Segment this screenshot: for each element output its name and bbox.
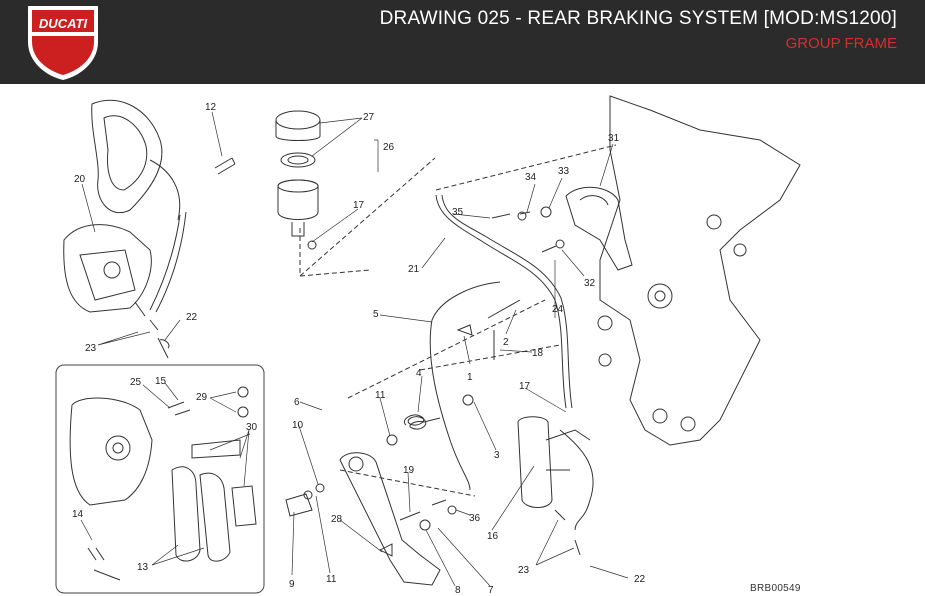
callout-28: 28	[331, 514, 343, 525]
header-bar: DUCATI DRAWING 025 - REAR BRAKING SYSTEM…	[0, 0, 925, 84]
brake-pad-right	[199, 472, 231, 562]
callout-27: 27	[363, 112, 375, 123]
callout-25: 25	[130, 377, 142, 388]
callout-32: 32	[584, 278, 596, 289]
callout-6: 6	[294, 397, 300, 408]
callout-11b: 11	[326, 574, 337, 585]
callout-17a: 17	[353, 200, 365, 211]
bracket-31	[565, 186, 633, 271]
callout-29: 29	[196, 392, 208, 403]
callout-11a: 11	[375, 390, 386, 401]
callout-16: 16	[487, 531, 499, 542]
callout-12: 12	[205, 102, 217, 113]
brake-caliper	[63, 224, 152, 313]
callout-13: 13	[137, 562, 149, 573]
callout-31: 31	[608, 133, 620, 144]
master-cylinder	[517, 416, 553, 508]
callout-33: 33	[558, 166, 570, 177]
ducati-logo-icon: DUCATI	[28, 6, 98, 80]
pads-inset-box	[55, 364, 265, 594]
page-title: DRAWING 025 - REAR BRAKING SYSTEM [MOD:M…	[379, 8, 897, 29]
brand-text: DUCATI	[39, 16, 88, 31]
callout-19: 19	[403, 465, 415, 476]
callout-23b: 23	[518, 565, 530, 576]
callout-20: 20	[74, 174, 86, 185]
drawing-reference-code: BRB00549	[750, 583, 801, 594]
callout-18: 18	[532, 348, 544, 359]
hose-21	[435, 194, 567, 409]
callout-36: 36	[469, 513, 481, 524]
frame-plate	[599, 95, 801, 446]
callout-34: 34	[525, 172, 537, 183]
callout-30: 30	[246, 422, 258, 433]
callout-24: 24	[552, 304, 564, 315]
inset-caliper	[69, 397, 153, 506]
callout-17b: 17	[519, 381, 531, 392]
page-subtitle: GROUP FRAME	[785, 35, 897, 52]
callout-26: 26	[383, 142, 395, 153]
brake-fluid-reservoir	[277, 179, 319, 220]
callout-1: 1	[467, 372, 473, 383]
callout-35: 35	[452, 207, 464, 218]
callout-10: 10	[292, 420, 304, 431]
callout-4: 4	[416, 368, 422, 379]
callout-23a: 23	[85, 343, 97, 354]
callout-2: 2	[503, 337, 509, 348]
callout-21: 21	[408, 264, 420, 275]
callout-9: 9	[289, 579, 295, 590]
callout-5: 5	[373, 309, 379, 320]
callout-8: 8	[455, 585, 461, 596]
brake-pedal	[339, 452, 441, 586]
callout-22b: 22	[634, 574, 646, 585]
exploded-parts-diagram: 1 2 3 4 5 6 7 8 9 10 11 11 12 13 14 15 1…	[55, 95, 801, 596]
spring-4	[404, 414, 441, 430]
callout-15: 15	[155, 376, 167, 387]
brake-disc-carrier	[91, 99, 163, 214]
brake-pad-left	[171, 466, 201, 562]
callout-3: 3	[494, 450, 500, 461]
callout-14: 14	[72, 509, 84, 520]
callout-22a: 22	[186, 312, 198, 323]
callout-7: 7	[488, 585, 494, 596]
